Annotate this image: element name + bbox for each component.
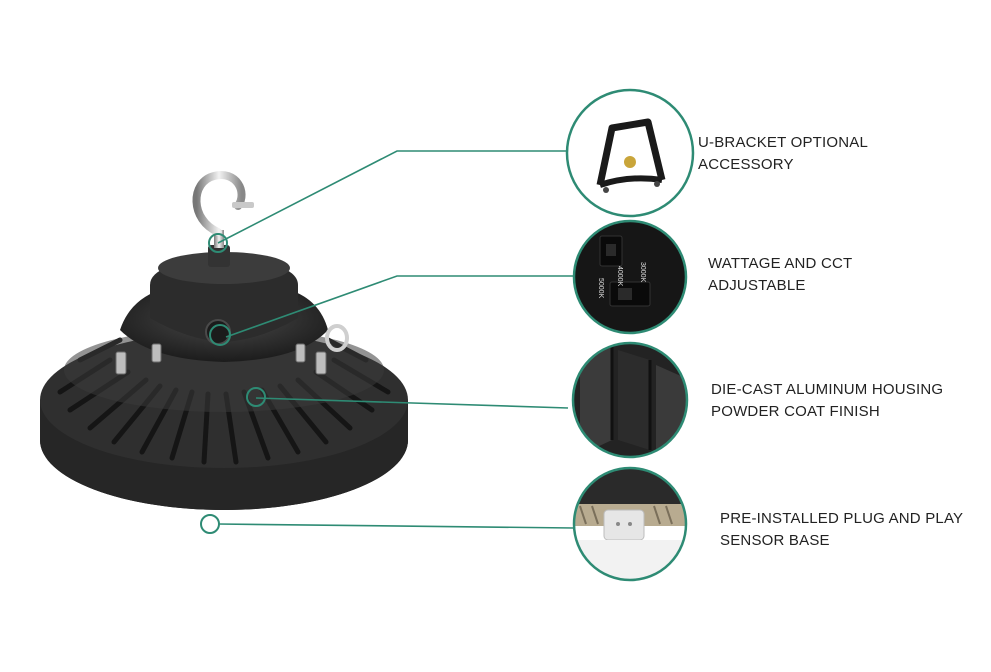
housing-detail bbox=[571, 341, 689, 459]
cct-switch-label-5000: 5000K bbox=[597, 278, 604, 299]
callout-wattage-cct-line1: WATTAGE AND CCT bbox=[708, 255, 853, 272]
callout-housing: DIE-CAST ALUMINUM HOUSING POWDER COAT FI… bbox=[711, 379, 943, 423]
sensor-base-detail bbox=[572, 466, 688, 582]
callout-wattage-cct-line2: ADJUSTABLE bbox=[708, 277, 806, 294]
dip-switch-icon: 3000K 4000K 5000K bbox=[574, 221, 686, 333]
callout-wattage-cct: WATTAGE AND CCT ADJUSTABLE bbox=[708, 253, 852, 297]
cct-switch-label-3000: 3000K bbox=[639, 262, 646, 283]
cct-switch-label-4000: 4000K bbox=[616, 266, 623, 287]
callout-housing-line1: DIE-CAST ALUMINUM HOUSING bbox=[711, 381, 944, 398]
callout-u-bracket: U-BRACKET OPTIONAL ACCESSORY bbox=[698, 132, 868, 176]
u-bracket-detail bbox=[565, 88, 695, 218]
heatsink-fins-icon bbox=[573, 343, 687, 457]
callout-sensor-base: PRE-INSTALLED PLUG AND PLAY SENSOR BASE bbox=[720, 508, 963, 552]
u-bracket-icon bbox=[596, 118, 666, 193]
switch-marker-icon bbox=[209, 324, 231, 346]
housing-marker-icon bbox=[246, 387, 266, 407]
sensor-marker-icon bbox=[200, 514, 220, 534]
hook-marker-icon bbox=[208, 233, 228, 253]
high-bay-light-icon bbox=[40, 171, 408, 510]
callout-housing-line2: POWDER COAT FINISH bbox=[711, 403, 880, 420]
callout-sensor-base-line2: SENSOR BASE bbox=[720, 532, 830, 549]
callout-u-bracket-line2: ACCESSORY bbox=[698, 156, 794, 173]
callout-u-bracket-line1: U-BRACKET OPTIONAL bbox=[698, 134, 869, 151]
callout-sensor-base-line1: PRE-INSTALLED PLUG AND PLAY bbox=[720, 510, 964, 527]
cct-switch-detail: 3000K 4000K 5000K bbox=[572, 219, 688, 335]
leader-lines bbox=[217, 150, 575, 529]
